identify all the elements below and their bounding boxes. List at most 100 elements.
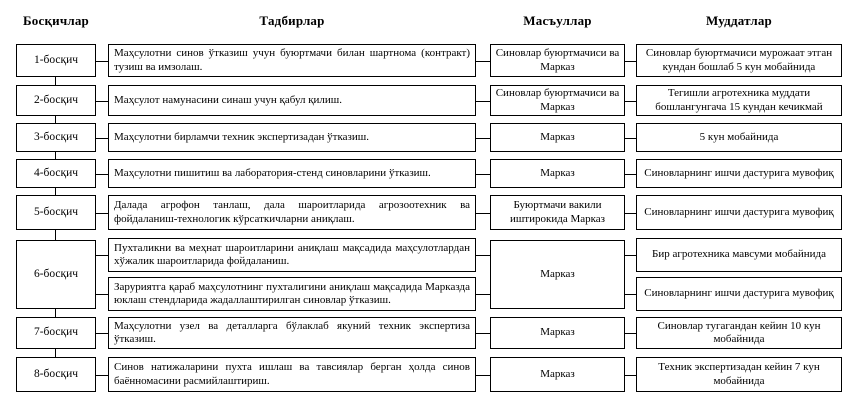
connector-line xyxy=(476,100,490,102)
connector-line xyxy=(96,212,108,214)
connector-line xyxy=(476,60,490,62)
responsible-box-3: Марказ xyxy=(490,123,625,152)
connector-line xyxy=(96,333,108,334)
connector-line xyxy=(96,60,108,62)
activity-text-1: Маҳсулотни синов ўтказиш учун буюртмачи … xyxy=(114,47,470,73)
deadline-box-2: Тегишли агротехника муддати бошлангунгач… xyxy=(636,85,842,116)
stage-label-6: 6-босқич xyxy=(33,267,79,280)
deadline-text-2: Тегишли агротехника муддати бошлангунгач… xyxy=(655,87,823,113)
responsible-text-1: Синовлар буюртмачиси ва Марказ xyxy=(495,47,620,73)
responsible-text-3: Марказ xyxy=(540,130,575,143)
connector-line xyxy=(625,173,636,175)
connector-line xyxy=(476,294,490,295)
stage-row-5: 5-босқич Далада агрофон танлаш, дала шар… xyxy=(0,195,844,230)
stage-row-6b: Заруриятга қараб маҳсулотнинг пухталигин… xyxy=(0,277,844,311)
connector-line xyxy=(55,349,56,357)
responsible-text-5: Буюртмачи вакили иштирокида Марказ xyxy=(509,199,606,225)
connector-line xyxy=(625,374,636,376)
stage-box-3: 3-босқич xyxy=(16,123,96,152)
connector-line xyxy=(55,152,56,159)
stage-box-1: 1-босқич xyxy=(16,44,96,77)
stage-label-4: 4-босқич xyxy=(33,166,79,179)
connector-line xyxy=(476,173,490,175)
activity-box-1: Маҳсулотни синов ўтказиш учун буюртмачи … xyxy=(108,44,476,77)
connector-line xyxy=(476,212,490,214)
stage-row-3: 3-босқич Маҳсулотни бирламчи техник эксп… xyxy=(0,123,844,152)
activity-text-8: Синов натижаларини пухта ишлаш ва тавсия… xyxy=(114,361,470,387)
deadline-text-7: Синовлар тугагандан кейин 10 кун мобайни… xyxy=(657,319,821,346)
deadline-text-8: Техник экспертизадан кейин 7 кун мобайни… xyxy=(658,361,820,387)
deadline-text-5: Синовларнинг ишчи дастурига мувофиқ xyxy=(644,205,834,218)
connector-line xyxy=(96,294,108,295)
activity-text-7: Маҳсулотни узел ва деталларга бўлаклаб я… xyxy=(114,319,470,346)
activity-text-6b: Заруриятга қараб маҳсулотнинг пухталигин… xyxy=(114,280,470,307)
connector-line xyxy=(96,255,108,256)
connector-line xyxy=(476,333,490,334)
stage-box-8: 8-босқич xyxy=(16,357,96,392)
deadline-text-3: 5 кун мобайнида xyxy=(699,130,779,143)
responsible-text-2: Синовлар буюртмачиси ва Марказ xyxy=(495,87,620,113)
responsible-text-7: Марказ xyxy=(540,326,575,339)
stage-box-2: 2-босқич xyxy=(16,85,96,116)
column-header-stages: Босқичлар xyxy=(22,13,89,28)
connector-line xyxy=(55,309,56,317)
column-header-responsibles: Масъуллар xyxy=(523,13,592,28)
stage-box-6: 6-босқич xyxy=(16,240,96,309)
activity-box-6a: Пухталикни ва меҳнат шароитларини аниқла… xyxy=(108,238,476,272)
activity-text-2: Маҳсулот намунасини синаш учун қабул қил… xyxy=(114,93,343,106)
connector-line xyxy=(625,100,636,102)
connector-line xyxy=(55,77,56,85)
deadline-text-4: Синовларнинг ишчи дастурига мувофиқ xyxy=(644,166,834,179)
activity-box-5: Далада агрофон танлаш, дала шароитларида… xyxy=(108,195,476,230)
responsible-box-1: Синовлар буюртмачиси ва Марказ xyxy=(490,44,625,77)
connector-line xyxy=(96,374,108,376)
activity-box-6b: Заруриятга қараб маҳсулотнинг пухталигин… xyxy=(108,277,476,311)
stage-box-4: 4-босқич xyxy=(16,159,96,188)
stage-row-1: 1-босқич Маҳсулотни синов ўтказиш учун б… xyxy=(0,44,844,77)
responsible-box-2: Синовлар буюртмачиси ва Марказ xyxy=(490,85,625,116)
connector-line xyxy=(55,188,56,195)
connector-line xyxy=(55,116,56,123)
deadline-box-6b: Синовларнинг ишчи дастурига мувофиқ xyxy=(636,277,842,311)
connector-line xyxy=(625,60,636,62)
activity-text-5: Далада агрофон танлаш, дала шароитларида… xyxy=(114,199,470,225)
responsible-text-6: Марказ xyxy=(540,267,575,280)
connector-line xyxy=(96,173,108,175)
connector-line xyxy=(96,100,108,102)
deadline-box-1: Синовлар буюртмачиси мурожаат этган кунд… xyxy=(636,44,842,77)
connector-line xyxy=(55,230,56,240)
deadline-box-6a: Бир агротехника мавсуми мобайнида xyxy=(636,238,842,272)
stage-label-8: 8-босқич xyxy=(33,367,79,380)
stage-row-2: 2-босқич Маҳсулот намунасини синаш учун … xyxy=(0,85,844,116)
activity-text-4: Маҳсулотни пишитиш ва лаборатория-стенд … xyxy=(114,166,431,179)
responsible-text-8: Марказ xyxy=(540,367,575,380)
stage-row-6: 6-босқич Марказ Пухталикни ва меҳнат шар… xyxy=(0,238,844,311)
stage-row-7: 7-босқич Маҳсулотни узел ва деталларга б… xyxy=(0,317,844,349)
deadline-text-1: Синовлар буюртмачиси мурожаат этган кунд… xyxy=(645,47,833,73)
connector-line xyxy=(476,137,490,139)
column-header-deadlines: Муддатлар xyxy=(706,13,772,28)
connector-line xyxy=(625,255,636,256)
connector-line xyxy=(625,294,636,295)
activity-box-7: Маҳсулотни узел ва деталларга бўлаклаб я… xyxy=(108,317,476,349)
deadline-text-6b: Синовларнинг ишчи дастурига мувофиқ xyxy=(644,287,834,300)
stage-row-4: 4-босқич Маҳсулотни пишитиш ва лаборатор… xyxy=(0,159,844,188)
stage-label-5: 5-босқич xyxy=(33,205,79,218)
responsible-box-6: Марказ xyxy=(490,240,625,309)
deadline-box-5: Синовларнинг ишчи дастурига мувофиқ xyxy=(636,195,842,230)
stage-label-3: 3-босқич xyxy=(33,130,79,143)
stage-label-2: 2-босқич xyxy=(33,93,79,106)
responsible-box-8: Марказ xyxy=(490,357,625,392)
activity-text-6a: Пухталикни ва меҳнат шароитларини аниқла… xyxy=(114,241,470,268)
connector-line xyxy=(476,255,490,256)
deadline-box-7: Синовлар тугагандан кейин 10 кун мобайни… xyxy=(636,317,842,349)
activity-box-8: Синов натижаларини пухта ишлаш ва тавсия… xyxy=(108,357,476,392)
responsible-text-4: Марказ xyxy=(540,166,575,179)
stage-box-5: 5-босқич xyxy=(16,195,96,230)
stage-box-7: 7-босқич xyxy=(16,317,96,349)
deadline-box-8: Техник экспертизадан кейин 7 кун мобайни… xyxy=(636,357,842,392)
deadline-box-3: 5 кун мобайнида xyxy=(636,123,842,152)
deadline-text-6a: Бир агротехника мавсуми мобайнида xyxy=(652,248,826,261)
stage-label-7: 7-босқич xyxy=(33,326,79,339)
